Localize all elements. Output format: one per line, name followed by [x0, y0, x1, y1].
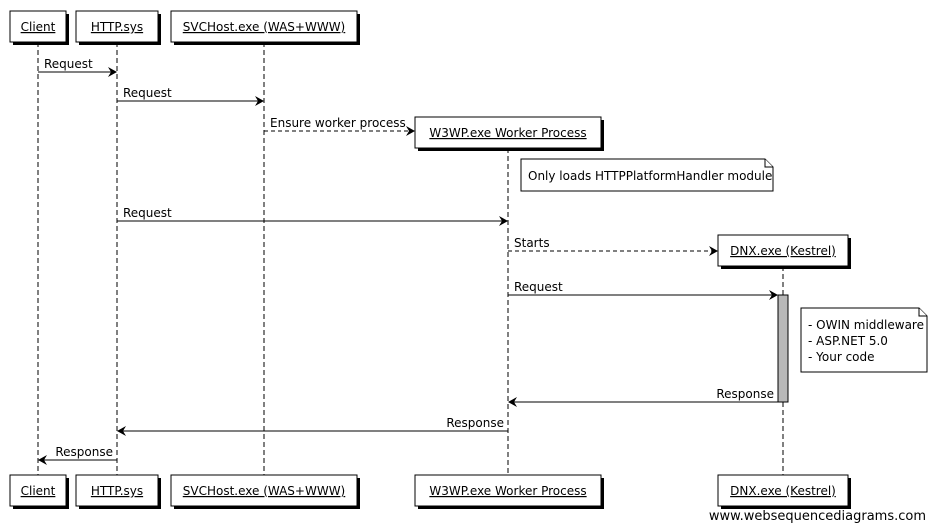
participant-label: Client [21, 484, 56, 498]
participant-box-frame [414, 116, 602, 149]
arrowhead [709, 246, 718, 256]
message-label: Request [123, 206, 172, 220]
message-8: Response [117, 416, 508, 436]
participant-box-w3wp-top: W3WP.exe Worker Process [414, 116, 604, 151]
participant-box-httpsys-bottom: HTTP.sys [75, 474, 161, 509]
participant-label: SVCHost.exe (WAS+WWW) [183, 484, 346, 498]
participant-box-httpsys-top: HTTP.sys [75, 10, 161, 45]
participant-label: DNX.exe (Kestrel) [730, 484, 836, 498]
participant-label: DNX.exe (Kestrel) [730, 244, 836, 258]
arrowhead [499, 216, 508, 226]
participant-box-client-top: Client [9, 10, 69, 45]
participant-box-w3wp-bottom: W3WP.exe Worker Process [414, 474, 604, 509]
arrowhead [508, 397, 517, 407]
participant-box-frame [414, 474, 602, 507]
activation-bar-dnx [777, 294, 789, 403]
participant-box-svchost-top: SVCHost.exe (WAS+WWW) [170, 10, 360, 45]
note-body [520, 158, 774, 192]
message-label: Starts [514, 236, 550, 250]
message-6: Request [508, 280, 778, 300]
participant-box-frame [9, 474, 67, 507]
message-label: Response [55, 445, 113, 459]
participant-label: SVCHost.exe (WAS+WWW) [183, 20, 346, 34]
participant-box-frame [170, 474, 358, 507]
note-line: - OWIN middleware [808, 318, 924, 332]
participant-box-frame [75, 10, 159, 43]
participant-box-frame [75, 474, 159, 507]
message-1: Request [38, 57, 117, 77]
participant-box-frame [717, 474, 849, 507]
participant-label: W3WP.exe Worker Process [429, 126, 586, 140]
note-body [800, 307, 928, 373]
message-4: Request [117, 206, 508, 226]
participant-box-svchost-bottom: SVCHost.exe (WAS+WWW) [170, 474, 360, 509]
note-dnx: - OWIN middleware - ASP.NET 5.0 - Your cod… [800, 307, 928, 373]
note-line: - Your code [808, 350, 875, 364]
arrowhead [255, 96, 264, 106]
participant-box-frame [9, 10, 67, 43]
note-line: - ASP.NET 5.0 [808, 334, 888, 348]
message-label: Request [123, 86, 172, 100]
participant-box-client-bottom: Client [9, 474, 69, 509]
participant-box-dnx-top: DNX.exe (Kestrel) [717, 234, 851, 269]
message-2: Request [117, 86, 264, 106]
arrowhead [108, 67, 117, 77]
note-line: Only loads HTTPPlatformHandler module [528, 169, 772, 183]
message-label: Request [514, 280, 563, 294]
arrowhead [38, 455, 47, 465]
message-7: Response [508, 387, 778, 407]
participant-box-frame [170, 10, 358, 43]
message-3: Ensure worker process [264, 116, 415, 136]
note-w3wp: Only loads HTTPPlatformHandler module [520, 158, 774, 192]
participant-box-frame [717, 234, 849, 267]
message-label: Response [716, 387, 774, 401]
arrowhead [117, 426, 126, 436]
watermark-text: www.websequencediagrams.com [709, 509, 926, 524]
participant-box-dnx-bottom: DNX.exe (Kestrel) [717, 474, 851, 509]
message-label: Request [44, 57, 93, 71]
message-label: Ensure worker process [270, 116, 406, 130]
arrowhead [406, 126, 415, 136]
arrowhead [769, 290, 778, 300]
participant-label: Client [21, 20, 56, 34]
note-fold [918, 308, 927, 317]
participant-label: W3WP.exe Worker Process [429, 484, 586, 498]
participant-label: HTTP.sys [91, 484, 143, 498]
note-fold [764, 159, 773, 168]
message-9: Response [38, 445, 117, 465]
participant-label: HTTP.sys [91, 20, 143, 34]
message-5: Starts [508, 236, 718, 256]
message-label: Response [446, 416, 504, 430]
